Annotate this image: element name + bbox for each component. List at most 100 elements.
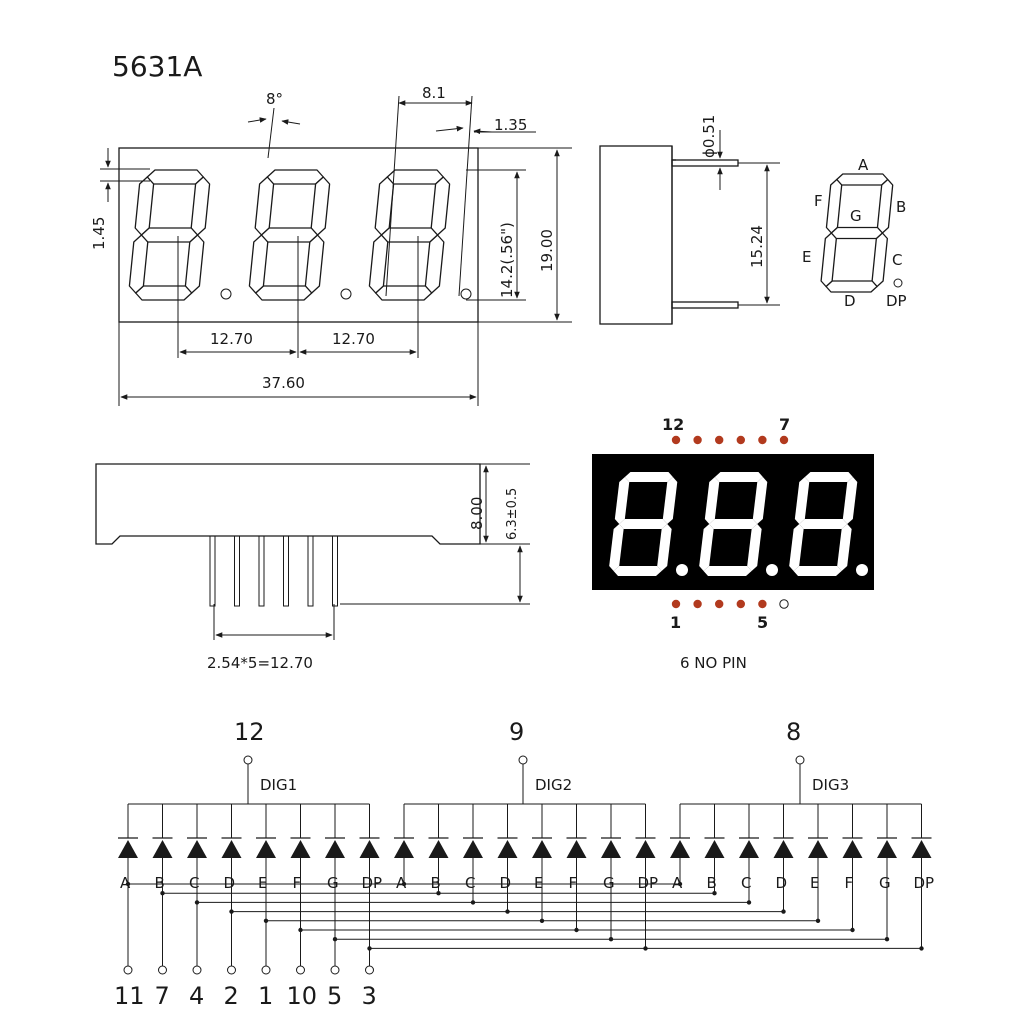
lit-digit-3-segment-a [804, 472, 853, 482]
segment-label-a: A [672, 874, 683, 892]
segment-pin-terminal [296, 965, 305, 975]
segment-label-c: C [465, 874, 475, 892]
segment-map: A B C D E F G DP [802, 156, 907, 310]
segment-label-f: F [293, 874, 302, 892]
segment-label-c: C [892, 251, 902, 269]
front-digit-2-segment-c [304, 234, 325, 294]
front-digit-2-segment-g [260, 227, 319, 243]
map-segment-a [836, 173, 889, 186]
segment-label-dp: DP [638, 874, 659, 892]
digit-pitch-1-label: 12.70 [210, 330, 253, 348]
front-digit-1-segment-e [128, 234, 149, 294]
digit-width-label: 8.1 [422, 84, 446, 102]
segment-label-g: G [850, 207, 862, 225]
segment-pin-terminal [158, 965, 167, 975]
front-view: 8° 8.1 1.35 1.45 14.2 [90, 84, 572, 406]
segment-map-dp [893, 278, 903, 288]
lit-digit-2-segment-c [747, 524, 762, 571]
side-pin-top [671, 159, 739, 167]
front-digit-3-segment-e [368, 234, 389, 294]
bottom-pin-dot [715, 599, 724, 609]
segment-label-b: B [707, 874, 717, 892]
side-pin-bottom [671, 301, 739, 309]
lit-digit-3-segment-d [793, 566, 842, 576]
diode-symbol [704, 840, 725, 858]
segment-label-b: B [896, 198, 906, 216]
front-digit-2-segment-f [254, 176, 275, 236]
front-digit-2-segment-e [248, 234, 269, 294]
no-pin-note: 6 NO PIN [680, 654, 747, 672]
bottom-pin-dot [736, 599, 745, 609]
pin-label-7: 7 [779, 415, 790, 434]
front-digit-2-segment-a [266, 169, 324, 185]
lit-digit-2-segment-b [752, 477, 768, 524]
diode-symbol [911, 840, 932, 858]
segment-label-d: D [844, 292, 856, 310]
segment-label-a: A [120, 874, 131, 892]
lit-dp-3 [856, 564, 868, 576]
common-pin-terminal [795, 755, 805, 765]
segment-label-dp: DP [914, 874, 935, 892]
segment-pin-terminal [365, 965, 374, 975]
front-digit-1-segment-g [140, 227, 199, 243]
segment-label-d: D [500, 874, 512, 892]
common-pin-label: 8 [786, 718, 801, 746]
diode-symbol [290, 840, 311, 858]
bottom-pin [283, 535, 289, 607]
lit-dp-1 [676, 564, 688, 576]
common-pin-label: 9 [509, 718, 524, 746]
bottom-pin [307, 535, 314, 607]
body-width-label: 37.60 [262, 374, 305, 392]
map-segment-c [871, 232, 888, 288]
segment-label-f: F [814, 192, 823, 210]
diode-symbol [325, 840, 345, 858]
segment-pin-terminal [227, 965, 236, 975]
segment-label-dp: DP [886, 292, 907, 310]
front-digit-1-segment-d [135, 285, 193, 301]
segment-label-b: B [431, 874, 441, 892]
angle-dimension: 8° [247, 90, 301, 159]
lit-digit-3-segment-f [794, 477, 810, 524]
lit-digit-1-segment-b [662, 477, 678, 524]
no-pin-dot [779, 599, 789, 609]
lit-pin-dots [671, 435, 789, 609]
lit-digit-1-segment-f [614, 477, 630, 524]
lit-digit-3-segment-g [799, 519, 848, 529]
body-height-dimension: 19.00 [478, 147, 572, 323]
diode-symbol [670, 840, 690, 858]
segment-label-c: C [189, 874, 199, 892]
segment-label-g: G [879, 874, 891, 892]
diode-symbol [359, 840, 380, 858]
diode-symbol [256, 840, 276, 858]
digit-name-label: DIG1 [260, 776, 297, 794]
segment-pin-label: 3 [362, 982, 377, 1010]
pin-label-5: 5 [757, 613, 768, 632]
segment-pin-label: 1 [258, 982, 273, 1010]
diode-symbol [532, 840, 552, 858]
map-segment-b [876, 178, 894, 234]
front-digit-3-segment-g [380, 227, 439, 243]
body-depth-label: 8.00 [468, 497, 486, 530]
segment-label-g: G [603, 874, 615, 892]
diode-symbol [221, 840, 242, 858]
bottom-view: 8.00 6.3±0.5 2.54*5=12.70 [95, 463, 530, 672]
diode-symbol [877, 840, 897, 858]
front-digit-1-segment-a [146, 169, 204, 185]
side-view: 15.24 ϕ0.51 [599, 115, 780, 325]
top-pin-dot [671, 435, 681, 445]
top-pin-dot [758, 435, 767, 445]
segment-offset-label: 1.35 [494, 116, 527, 134]
segment-pin-label: 10 [287, 982, 318, 1010]
diode-symbol [566, 840, 587, 858]
char-height-dimension: 14.2(.56") [466, 169, 526, 301]
lit-digit-1-segment-a [624, 472, 673, 482]
segment-label-d: D [224, 874, 236, 892]
segment-label-g: G [327, 874, 339, 892]
segment-label-f: F [569, 874, 578, 892]
segment-label-b: B [155, 874, 165, 892]
diode-symbol [428, 840, 449, 858]
diode-symbol [601, 840, 621, 858]
segment-pin-label: 11 [114, 982, 145, 1010]
